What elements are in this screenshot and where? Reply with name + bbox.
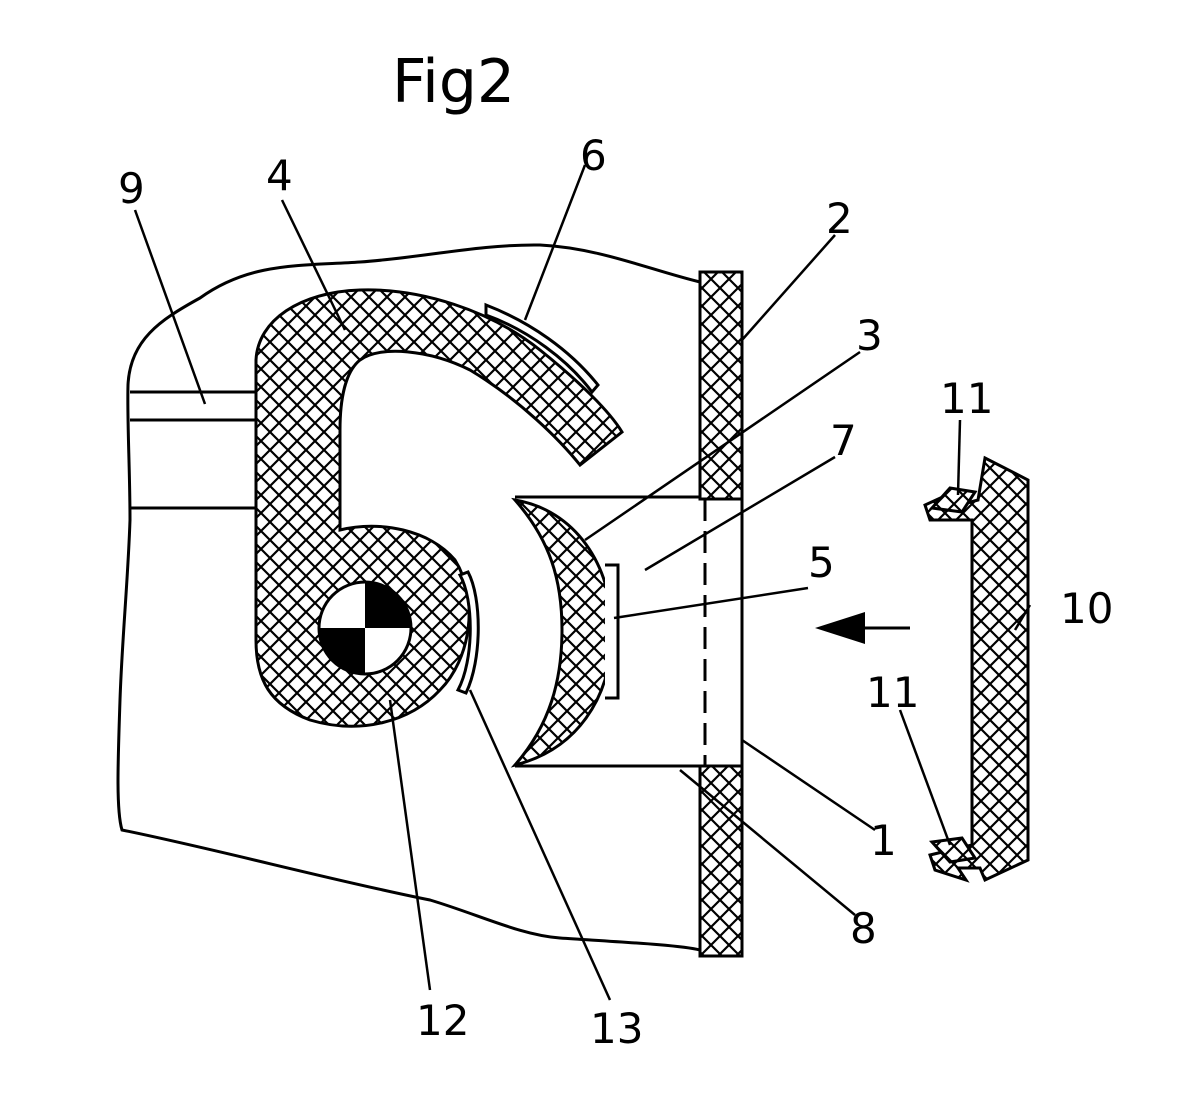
ref-label-13: 13 xyxy=(590,1008,643,1050)
ref-label-2: 2 xyxy=(826,198,853,240)
ref-label-5: 5 xyxy=(808,542,835,584)
ref-label-8: 8 xyxy=(850,908,877,950)
ref-label-7: 7 xyxy=(830,420,857,462)
wall-plate-lower xyxy=(700,766,742,956)
socket-shell-3 xyxy=(515,500,612,765)
ref-label-6: 6 xyxy=(580,135,607,177)
ref-label-10: 10 xyxy=(1060,588,1113,630)
ref-label-3: 3 xyxy=(856,315,883,357)
ref-label-11-lower: 11 xyxy=(866,672,919,714)
ref-label-1: 1 xyxy=(870,820,897,862)
inlay-5 xyxy=(605,565,618,698)
figure-title: Fig2 xyxy=(392,52,515,112)
ref-label-12: 12 xyxy=(416,1000,469,1042)
ref-label-11-upper: 11 xyxy=(940,378,993,420)
ref-label-4: 4 xyxy=(266,155,293,197)
wall-plate-upper xyxy=(700,272,742,499)
insertion-arrow xyxy=(815,612,910,644)
ref-label-9: 9 xyxy=(118,168,145,210)
ball-12 xyxy=(319,582,411,674)
